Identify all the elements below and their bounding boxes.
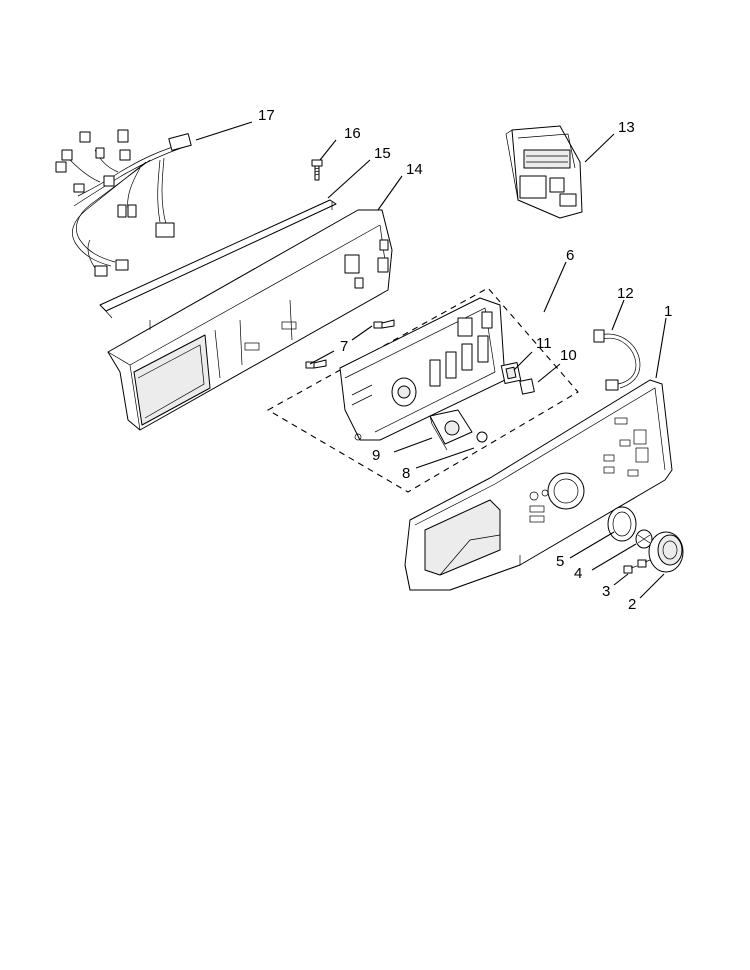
ring-part-5 [607,506,637,542]
interface-board-part-6 [339,297,506,441]
callout-14: 14 [406,161,423,178]
knob-base-part-4 [635,529,653,549]
button-part-8 [476,431,488,443]
callout-15: 15 [374,145,391,162]
bracket-strip-part-15 [99,199,337,319]
callout-2: 2 [628,596,636,613]
encoder-part-9 [429,409,473,451]
control-board-part-13 [505,125,583,219]
callout-4: 4 [574,565,582,582]
screws-part-3 [623,559,651,574]
callout-3: 3 [602,583,610,600]
assembly-boundary-part-6 [266,287,579,493]
callout-13: 13 [618,119,635,136]
callout-16: 16 [344,125,361,142]
leader-lines [195,121,667,599]
callout-labels: 17 16 15 14 13 6 12 1 7 11 10 9 8 5 4 3 … [258,107,672,613]
callout-11: 11 [536,335,552,352]
screw-part-16 [311,159,323,181]
console-panel-part-1 [404,379,673,591]
callout-9: 9 [372,447,380,464]
console-frame-part-14 [107,209,393,431]
callout-5: 5 [556,553,564,570]
callout-6: 6 [566,247,574,264]
callout-12: 12 [617,285,634,302]
chip-part-11 [500,362,522,384]
callout-17: 17 [258,107,275,124]
screws-part-7 [305,319,395,369]
callout-10: 10 [560,347,577,364]
chip-part-10 [519,378,535,395]
wire-connector-part-12 [593,329,641,391]
callout-7: 7 [340,338,348,355]
callout-8: 8 [402,465,410,482]
wire-harness-part-17 [55,129,192,277]
callout-1: 1 [664,303,672,320]
knob-part-2 [648,531,684,573]
